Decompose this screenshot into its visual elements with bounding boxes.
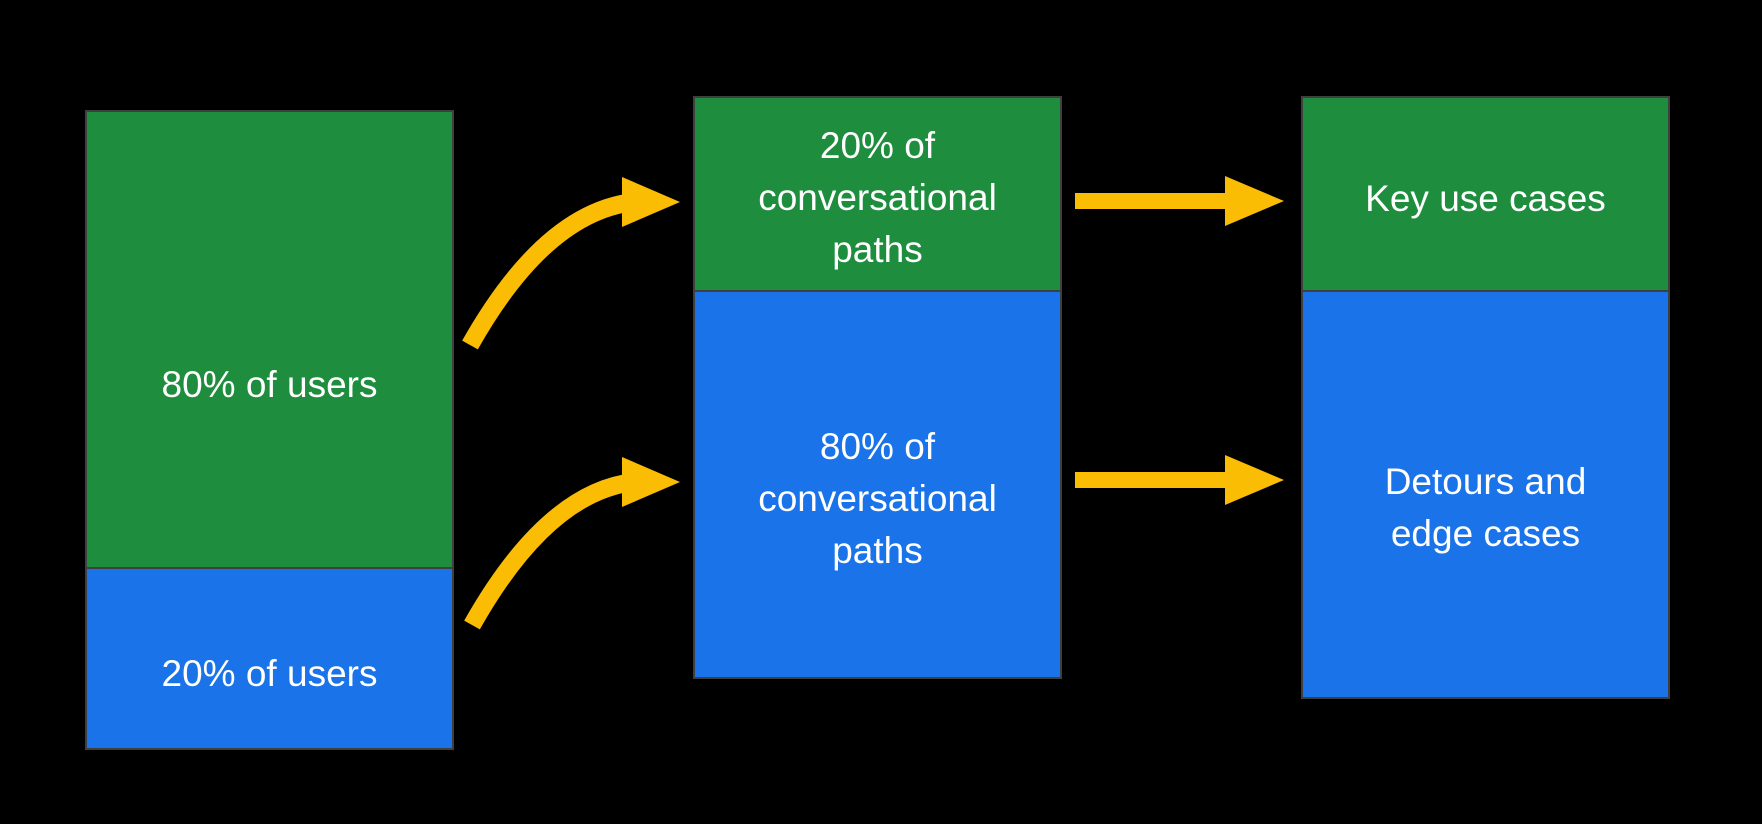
bar-outcomes: Key use cases Detours and edge cases	[1301, 96, 1670, 699]
segment-20-of-conversational-paths: 20% of conversational paths	[695, 98, 1060, 292]
bar-conversational-paths: 20% of conversational paths 80% of conve…	[693, 96, 1062, 679]
segment-20-of-users: 20% of users	[87, 569, 452, 748]
bar-users: 80% of users 20% of users	[85, 110, 454, 750]
segment-80-of-users: 80% of users	[87, 112, 452, 569]
curved-arrow-users20-to-paths80-icon	[464, 457, 680, 630]
segment-80-of-conversational-paths: 80% of conversational paths	[695, 292, 1060, 677]
segment-detours-and-edge-cases: Detours and edge cases	[1303, 292, 1668, 697]
straight-arrow-paths80-to-detours-icon	[1075, 455, 1284, 505]
curved-arrow-users80-to-paths20-icon	[462, 177, 680, 350]
straight-arrow-paths20-to-key-use-cases-icon	[1075, 176, 1284, 226]
segment-key-use-cases: Key use cases	[1303, 98, 1668, 292]
